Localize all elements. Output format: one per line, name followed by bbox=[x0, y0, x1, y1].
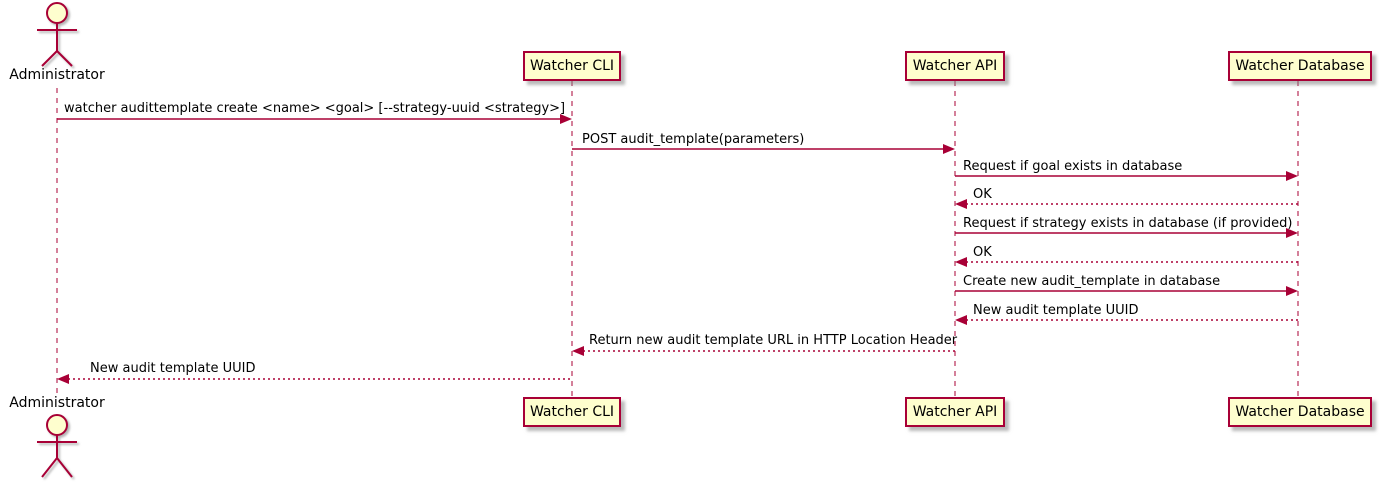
message-arrow-1 bbox=[57, 114, 572, 124]
message-arrow-7 bbox=[955, 286, 1298, 296]
message-arrow-10 bbox=[57, 374, 572, 384]
participant-box-watcher-database-top: Watcher Database bbox=[1228, 51, 1372, 81]
message-label-9: Return new audit template URL in HTTP Lo… bbox=[589, 333, 958, 348]
participant-box-watcher-api-top: Watcher API bbox=[905, 51, 1005, 81]
message-arrow-4 bbox=[955, 199, 1298, 209]
message-label-2: POST audit_template(parameters) bbox=[582, 132, 805, 147]
message-arrow-5 bbox=[955, 228, 1298, 238]
actor-icon-top bbox=[37, 2, 77, 67]
message-arrow-8 bbox=[955, 315, 1298, 325]
message-arrow-2 bbox=[572, 144, 955, 154]
participant-box-watcher-cli-top: Watcher CLI bbox=[523, 51, 621, 81]
actor-label-bottom: Administrator bbox=[9, 395, 105, 411]
message-label-6: OK bbox=[973, 245, 992, 260]
message-label-8: New audit template UUID bbox=[973, 303, 1139, 318]
message-label-7: Create new audit_template in database bbox=[963, 274, 1221, 289]
participant-box-watcher-api-bottom: Watcher API bbox=[905, 397, 1005, 427]
participant-box-watcher-cli-bottom: Watcher CLI bbox=[523, 397, 621, 427]
message-label-1: watcher audittemplate create <name> <goa… bbox=[64, 101, 566, 116]
message-arrow-9 bbox=[572, 346, 955, 356]
message-label-3: Request if goal exists in database bbox=[963, 159, 1183, 174]
actor-label-top: Administrator bbox=[9, 67, 105, 83]
message-label-10: New audit template UUID bbox=[90, 361, 256, 376]
participant-box-watcher-database-bottom: Watcher Database bbox=[1228, 397, 1372, 427]
message-label-5: Request if strategy exists in database (… bbox=[963, 216, 1293, 231]
message-label-4: OK bbox=[973, 187, 992, 202]
actor-icon-bottom bbox=[37, 414, 77, 478]
message-arrow-3 bbox=[955, 171, 1298, 181]
message-arrow-6 bbox=[955, 257, 1298, 267]
